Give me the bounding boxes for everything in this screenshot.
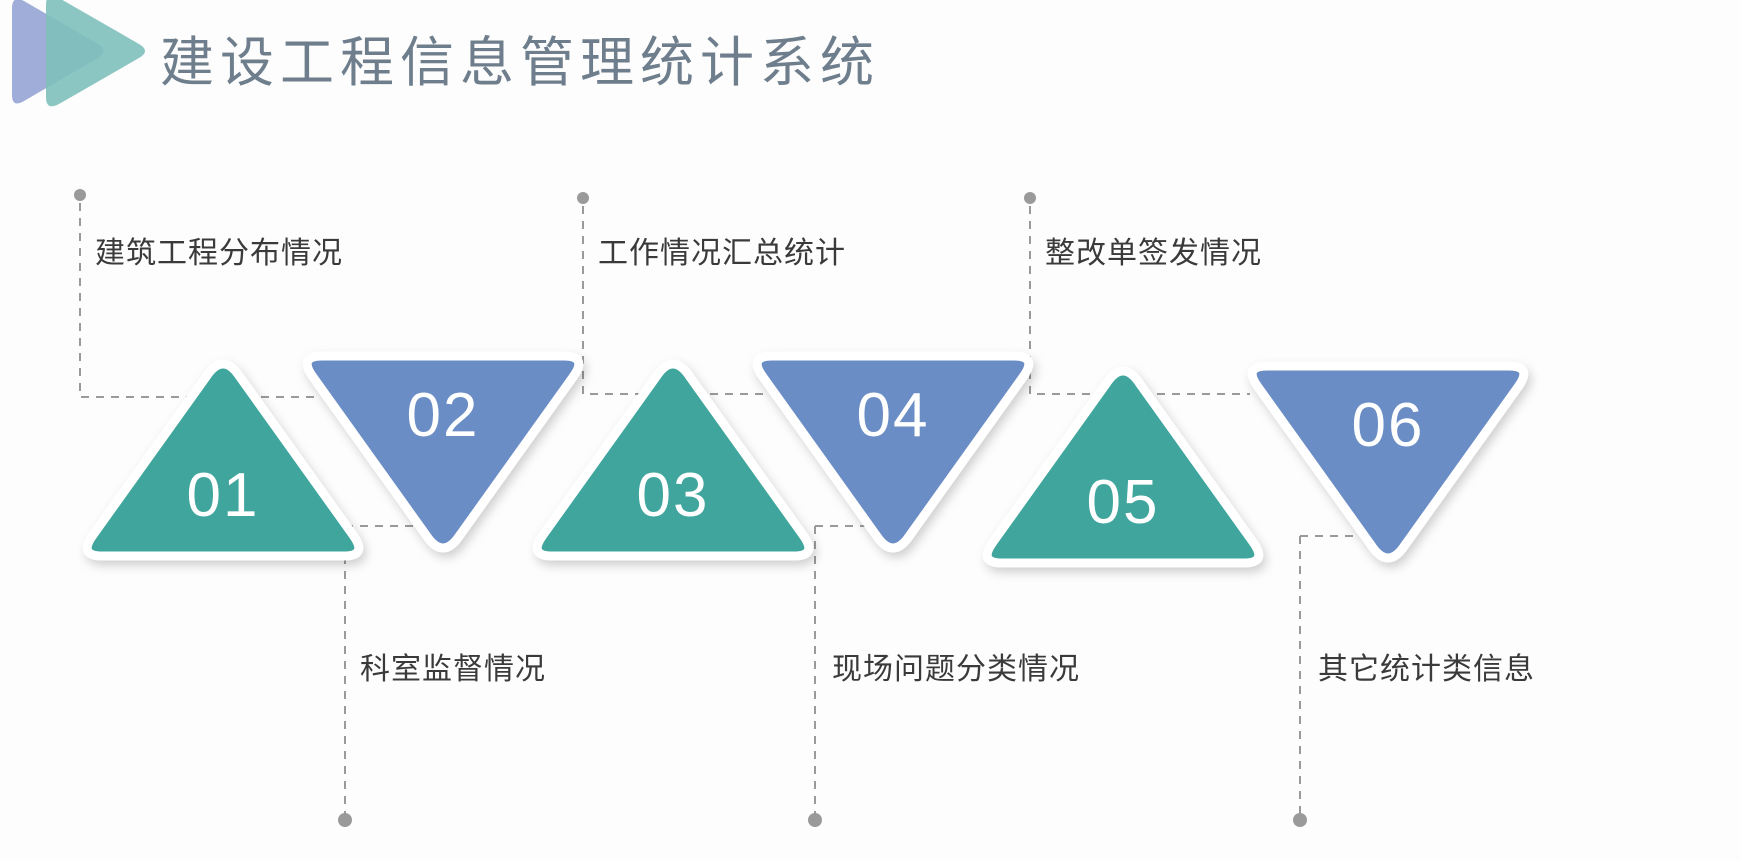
step-number-05: 05 bbox=[1086, 468, 1160, 537]
step-triangle-03[interactable]: 03 bbox=[528, 355, 818, 561]
connector-03 bbox=[577, 192, 808, 395]
step-label-01: 建筑工程分布情况 bbox=[95, 237, 343, 270]
step-triangle-06[interactable]: 06 bbox=[1243, 355, 1533, 563]
step-number-01: 01 bbox=[186, 461, 260, 530]
step-triangle-01[interactable]: 01 bbox=[78, 355, 368, 561]
connector-06 bbox=[1293, 535, 1370, 827]
connector-05 bbox=[1024, 192, 1250, 395]
step-number-02: 02 bbox=[406, 381, 480, 450]
step-number-03: 03 bbox=[636, 461, 710, 530]
step-number-04: 04 bbox=[856, 381, 930, 450]
step-triangle-05[interactable]: 05 bbox=[978, 362, 1268, 568]
step-label-04: 现场问题分类情况 bbox=[832, 653, 1080, 686]
connector-02 bbox=[338, 525, 423, 827]
play-double-triangle-logo bbox=[2, 0, 152, 114]
step-label-03: 工作情况汇总统计 bbox=[598, 237, 846, 270]
step-label-05: 整改单签发情况 bbox=[1045, 237, 1262, 270]
step-triangle-02[interactable]: 02 bbox=[298, 345, 588, 553]
page-title: 建设工程信息管理统计系统 bbox=[160, 33, 880, 93]
step-number-06: 06 bbox=[1351, 391, 1425, 460]
step-triangle-04[interactable]: 04 bbox=[748, 345, 1038, 553]
step-label-02: 科室监督情况 bbox=[360, 653, 546, 686]
page-header: 建设工程信息管理统计系统 bbox=[0, 0, 1740, 130]
step-label-06: 其它统计类信息 bbox=[1318, 653, 1535, 686]
